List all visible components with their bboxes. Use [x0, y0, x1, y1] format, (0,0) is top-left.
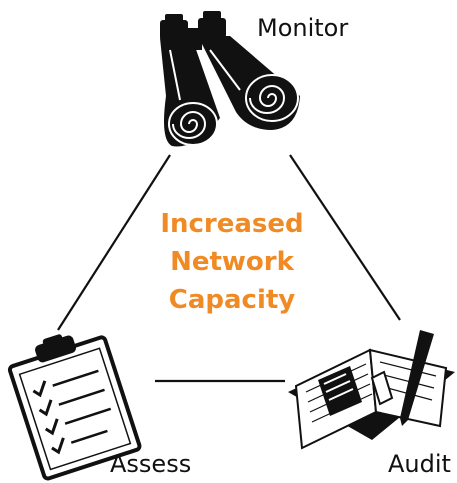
- audit-label: Audit: [388, 450, 451, 478]
- connector-monitor-audit: [289, 154, 401, 321]
- center-title: Increased Network Capacity: [120, 205, 344, 319]
- assess-label: Assess: [110, 450, 192, 478]
- monitor-label: Monitor: [257, 14, 349, 42]
- center-title-line-2: Network: [170, 247, 294, 277]
- center-title-line-1: Increased: [160, 209, 304, 239]
- center-title-line-3: Capacity: [168, 285, 296, 315]
- clipboard-checklist-icon: [7, 334, 142, 481]
- binoculars-icon: [160, 11, 300, 147]
- connector-monitor-assess: [57, 154, 171, 331]
- open-notebook-icon: [288, 330, 455, 450]
